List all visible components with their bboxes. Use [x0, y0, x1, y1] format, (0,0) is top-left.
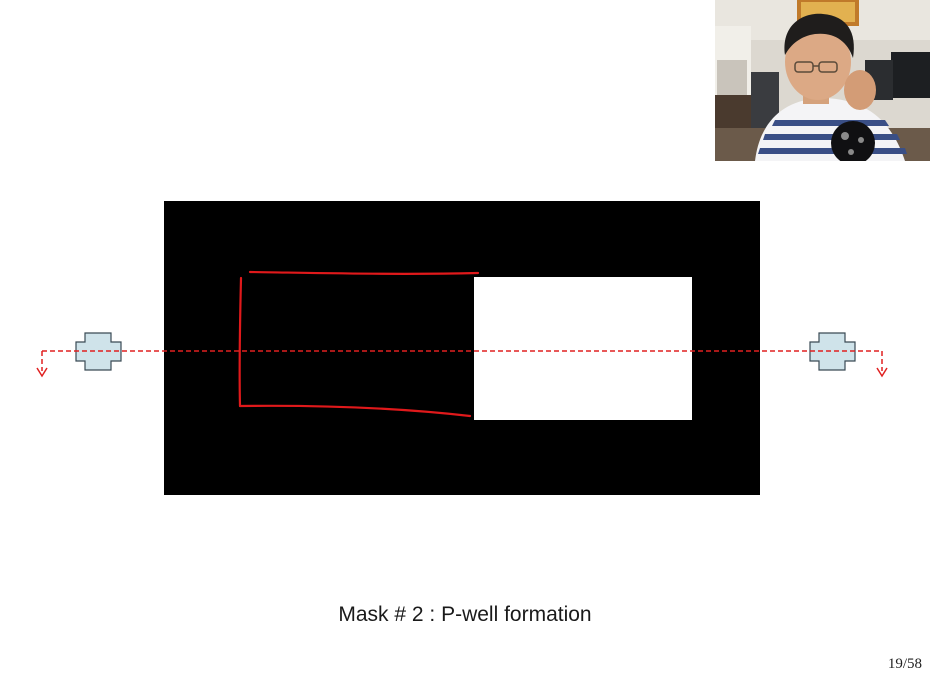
p-well-opening [474, 277, 692, 420]
red-annotation-bracket [238, 270, 480, 418]
presenter-webcam [715, 0, 930, 161]
cross-section-arrow-left-icon [36, 367, 48, 378]
cross-section-arrow-right-icon [876, 367, 888, 378]
presenter-video-icon [715, 0, 930, 161]
cross-section-line [41, 350, 883, 371]
right-contact-shape [809, 332, 856, 371]
page-number: 19/58 [887, 656, 922, 672]
slide-caption: Mask # 2 : P-well formation [338, 603, 592, 626]
